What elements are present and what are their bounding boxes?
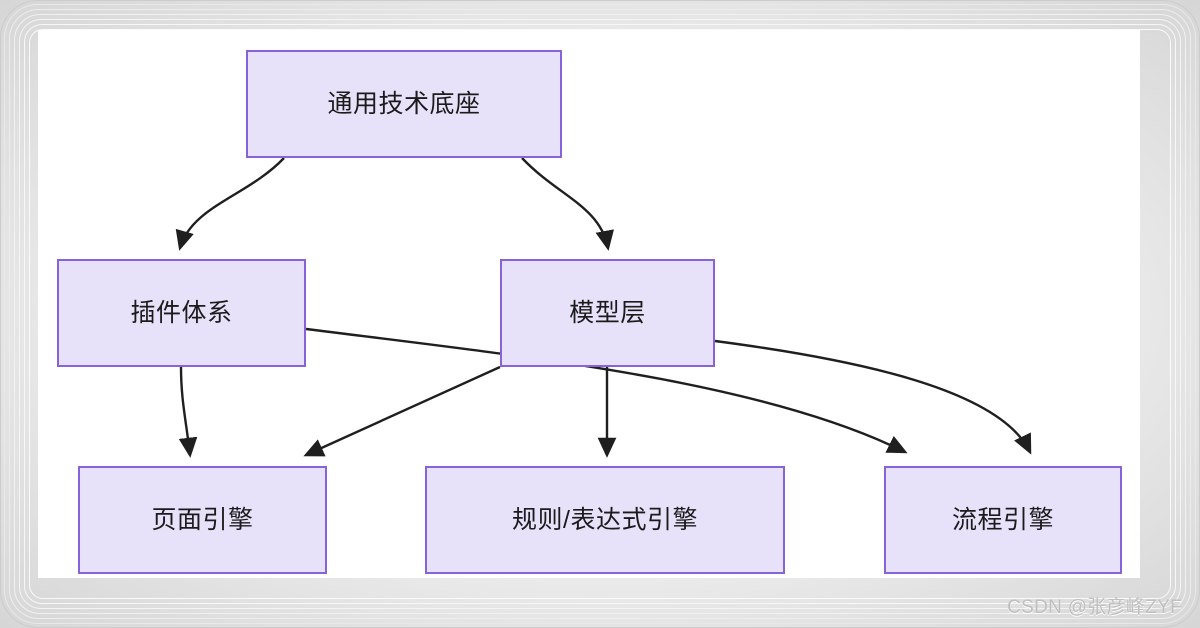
edge-platform-to-plugin bbox=[175, 157, 285, 251]
node-plugin[interactable]: 插件体系 bbox=[57, 259, 306, 367]
node-plugin-label: 插件体系 bbox=[130, 298, 233, 327]
edge-plugin-to-flow bbox=[305, 327, 908, 454]
edge-platform-to-model bbox=[521, 157, 614, 251]
node-model-label: 模型层 bbox=[569, 298, 646, 327]
node-flow-engine[interactable]: 流程引擎 bbox=[884, 466, 1122, 574]
node-rule-engine-label: 规则/表达式引擎 bbox=[512, 505, 698, 534]
node-platform[interactable]: 通用技术底座 bbox=[246, 50, 562, 158]
edge-plugin-to-page bbox=[178, 366, 198, 458]
edge-model-to-page bbox=[303, 365, 501, 457]
node-platform-label: 通用技术底座 bbox=[327, 89, 481, 118]
csdn-watermark: CSDN @张彦峰ZYF bbox=[1007, 597, 1182, 618]
node-page-engine[interactable]: 页面引擎 bbox=[78, 466, 327, 574]
edge-model-to-flow bbox=[714, 339, 1032, 455]
node-page-engine-label: 页面引擎 bbox=[151, 505, 254, 534]
node-model[interactable]: 模型层 bbox=[500, 259, 715, 367]
node-flow-engine-label: 流程引擎 bbox=[951, 505, 1054, 534]
node-rule-engine[interactable]: 规则/表达式引擎 bbox=[425, 466, 785, 574]
